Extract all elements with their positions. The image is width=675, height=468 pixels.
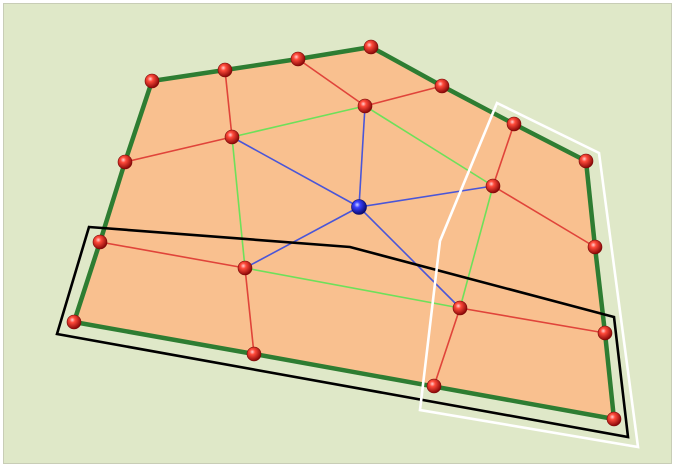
interior-node[interactable] — [224, 129, 240, 145]
red-edge — [364, 85, 443, 107]
boundary-node[interactable] — [217, 62, 233, 78]
interior-node[interactable] — [237, 260, 253, 276]
red-edge — [244, 267, 255, 355]
red-edge — [297, 58, 366, 107]
mesh-region — [74, 47, 614, 419]
boundary-node[interactable] — [506, 116, 522, 132]
blue-edge — [358, 206, 461, 309]
interior-node[interactable] — [452, 300, 468, 316]
green-edge — [244, 267, 461, 309]
boundary-node[interactable] — [144, 73, 160, 89]
red-edge — [492, 123, 515, 187]
red-nodes — [66, 39, 622, 427]
mesh-diagram — [4, 4, 671, 463]
red-edges — [99, 58, 606, 387]
red-edge — [459, 307, 606, 334]
boundary-node[interactable] — [597, 325, 613, 341]
interior-node[interactable] — [357, 98, 373, 114]
interior-node[interactable] — [485, 178, 501, 194]
blue-edge — [231, 136, 360, 208]
white-selection-outline — [418, 101, 640, 449]
green-edge — [364, 105, 494, 187]
boundary-node[interactable] — [578, 153, 594, 169]
blue-edge — [244, 206, 360, 269]
boundary-node[interactable] — [363, 39, 379, 55]
red-edge — [492, 185, 596, 248]
boundary-node[interactable] — [606, 411, 622, 427]
red-edge — [99, 241, 246, 269]
red-edge — [433, 307, 461, 387]
center-node[interactable] — [351, 199, 367, 215]
boundary-node[interactable] — [246, 346, 262, 362]
red-edge — [124, 136, 233, 163]
boundary-node[interactable] — [92, 234, 108, 250]
blue-edges — [231, 105, 494, 309]
black-selection-outline — [55, 225, 630, 439]
boundary-node[interactable] — [66, 314, 82, 330]
green-edge — [459, 185, 494, 309]
blue-edge — [358, 185, 494, 208]
green-edges — [231, 105, 494, 309]
boundary-node[interactable] — [426, 378, 442, 394]
boundary-node[interactable] — [587, 239, 603, 255]
boundary-node[interactable] — [290, 51, 306, 67]
green-edge — [231, 105, 366, 138]
viewport-frame — [3, 3, 672, 464]
green-edge — [231, 136, 246, 269]
red-edge — [224, 69, 233, 138]
blue-edge — [358, 105, 366, 208]
boundary-node[interactable] — [117, 154, 133, 170]
boundary-node[interactable] — [434, 78, 450, 94]
